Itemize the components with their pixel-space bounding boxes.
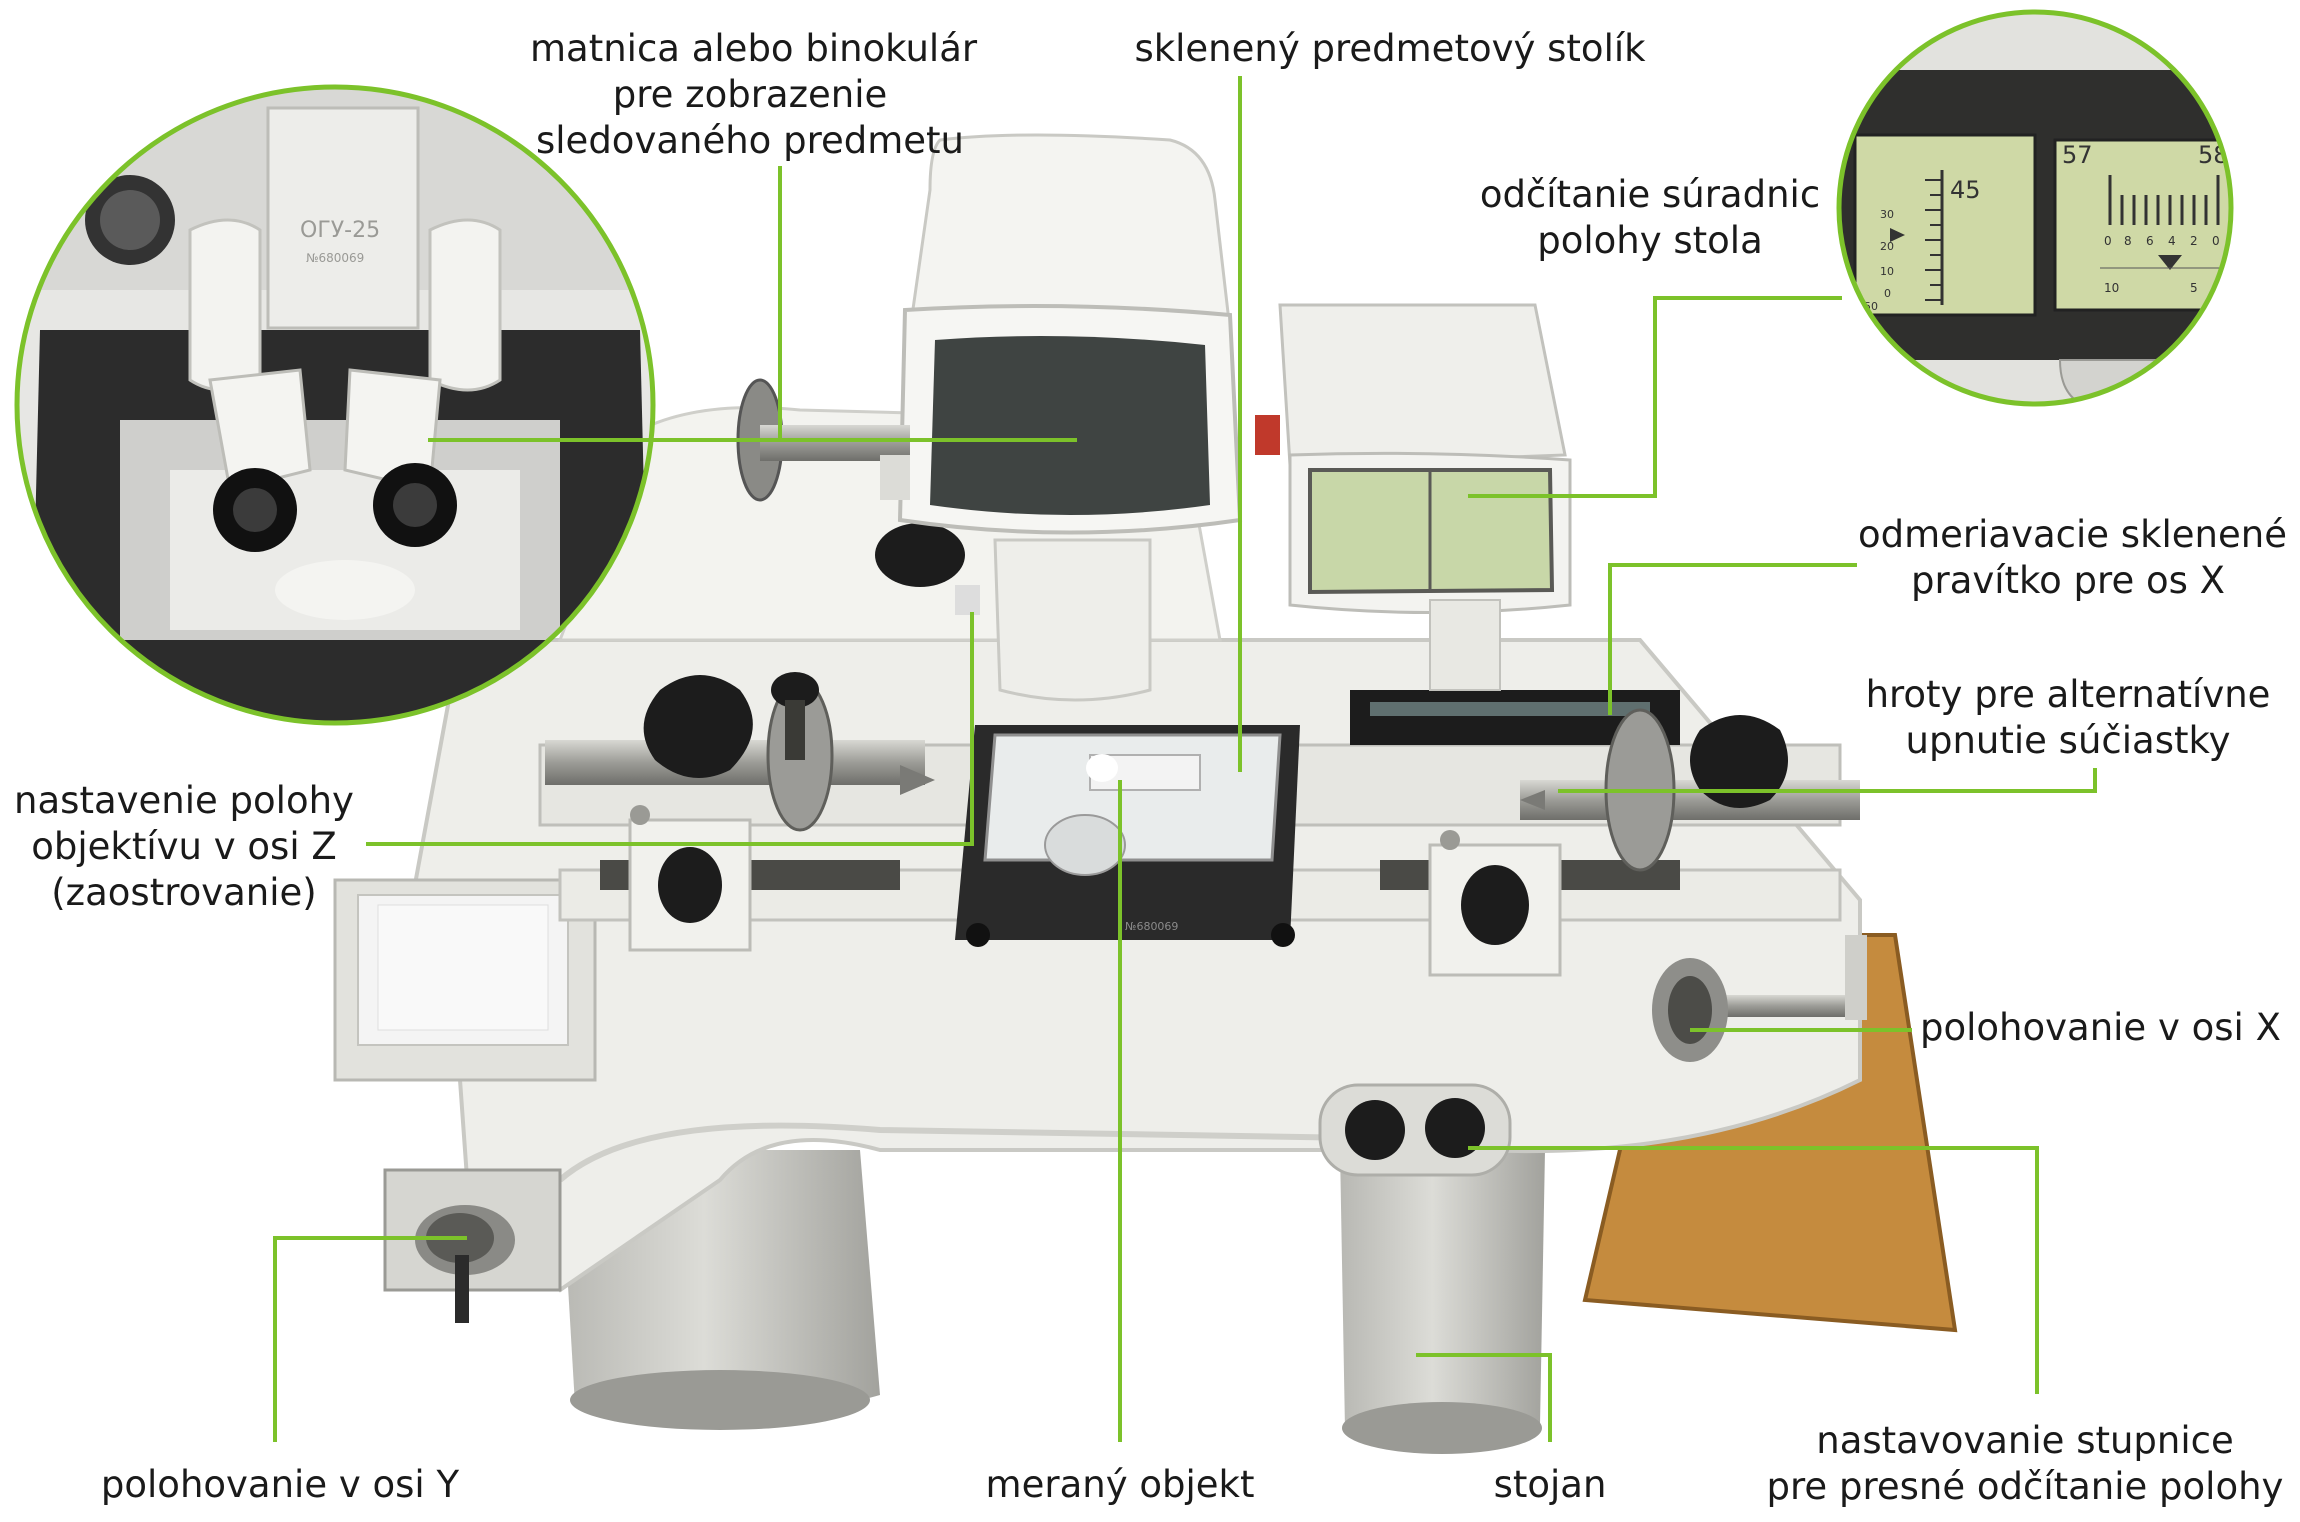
stand-legs — [560, 1150, 1545, 1454]
label-centers: hroty pre alternatívne upnutie súčiastky — [1858, 672, 2278, 764]
label-line: sklenený predmetový stolík — [1134, 27, 1646, 70]
left-scale-tick-2: 10 — [1880, 265, 1894, 278]
right-scale-digit-4: 2 — [2190, 234, 2198, 248]
leader-eyepiece — [428, 166, 1077, 442]
right-scale-digit-2: 6 — [2146, 234, 2154, 248]
leader-glass-ruler — [1608, 563, 1857, 715]
leader-focus — [366, 612, 974, 846]
glass-stage: №680069 — [955, 725, 1300, 947]
label-line: pre zobrazenie — [612, 73, 888, 116]
label-line: polohovanie v osi X — [1920, 1006, 2281, 1049]
label-line: objektívu v osi Z — [31, 825, 337, 868]
label-line: meraný objekt — [985, 1463, 1255, 1506]
right-scale-digit-3: 4 — [2168, 234, 2176, 248]
leader-centers — [1558, 768, 2097, 793]
focus-knob — [875, 523, 980, 615]
label-measured-object: meraný objekt — [960, 1462, 1280, 1508]
label-focus: nastavenie polohy objektívu v osi Z (zao… — [4, 778, 364, 916]
leader-readout — [1468, 296, 1842, 498]
leader-stand — [1416, 1353, 1552, 1442]
label-line: upnutie súčiastky — [1905, 719, 2231, 762]
label-line: nastavenie polohy — [14, 779, 354, 822]
inset-serial-text: №680069 — [306, 251, 364, 265]
left-scale-ticks — [1925, 179, 1942, 301]
label-line: hroty pre alternatívne — [1865, 673, 2271, 716]
label-glass-ruler: odmeriavacie sklenené pravítko pre os X — [1858, 512, 2287, 604]
right-scale-number-0: 57 — [2062, 141, 2093, 169]
x-axis-knob — [1652, 935, 1867, 1062]
right-scale-bottom-1: 5 — [2190, 281, 2198, 295]
label-line: nastavovanie stupnice — [1816, 1419, 2234, 1462]
scale-inset: 45 30 20 10 0 50 57 58 0 8 6 4 2 0 10 5 — [1839, 12, 2231, 404]
illuminator-box — [333, 878, 597, 1082]
projection-hood — [897, 133, 1243, 702]
left-scale-tick-1: 20 — [1880, 240, 1894, 253]
label-line: matnica alebo binokulár — [530, 27, 978, 70]
label-eyepiece: matnica alebo binokulár pre zobrazenie s… — [530, 26, 978, 164]
label-line: odmeriavacie sklenené — [1858, 513, 2287, 556]
label-line: pravítko pre os X — [1911, 559, 2225, 602]
right-scale-digit-5: 0 — [2212, 234, 2220, 248]
right-scale-ticks — [2108, 175, 2220, 225]
label-glass-table: sklenený predmetový stolík — [1120, 26, 1660, 72]
leader-lines — [273, 76, 2097, 1442]
leader-scale-adjust — [1468, 1146, 2039, 1394]
plate-text: №680069 — [1125, 920, 1178, 933]
right-scale-digit-1: 8 — [2124, 234, 2132, 248]
label-line: pre presné odčítanie polohy — [1766, 1465, 2284, 1508]
y-axis-knob — [383, 1168, 562, 1323]
label-scale-adjust: nastavovanie stupnice pre presné odčítan… — [1760, 1418, 2290, 1510]
label-y-positioning: polohovanie v osi Y — [70, 1462, 490, 1508]
tailstock-left — [545, 672, 935, 832]
label-line: odčítanie súradnic — [1479, 173, 1821, 216]
label-line: stojan — [1493, 1463, 1607, 1506]
right-scale-bottom-0: 10 — [2104, 281, 2119, 295]
label-line: polohy stola — [1537, 219, 1763, 262]
binocular-inset: ОГУ-25 №680069 — [17, 87, 653, 723]
label-x-positioning: polohovanie v osi X — [1920, 1005, 2290, 1051]
leader-y-positioning — [273, 1236, 467, 1442]
clamp-block-right — [1428, 830, 1562, 977]
label-line: sledovaného predmetu — [536, 119, 964, 162]
scale-adjust-knobs — [1318, 1083, 1512, 1177]
clamp-block-left — [628, 805, 752, 952]
left-scale-tick-3: 0 — [1884, 287, 1891, 300]
label-line: (zaostrovanie) — [51, 871, 317, 914]
label-stand: stojan — [1470, 1462, 1630, 1508]
right-scale-digit-0: 0 — [2104, 234, 2112, 248]
left-scale-tick-0: 30 — [1880, 208, 1894, 221]
inset-model-text: ОГУ-25 — [300, 218, 380, 243]
left-scale-number: 45 — [1950, 176, 1981, 204]
label-readout: odčítanie súradnic polohy stola — [1460, 172, 1840, 264]
readout-housing — [1255, 303, 1572, 691]
label-line: polohovanie v osi Y — [100, 1463, 460, 1506]
